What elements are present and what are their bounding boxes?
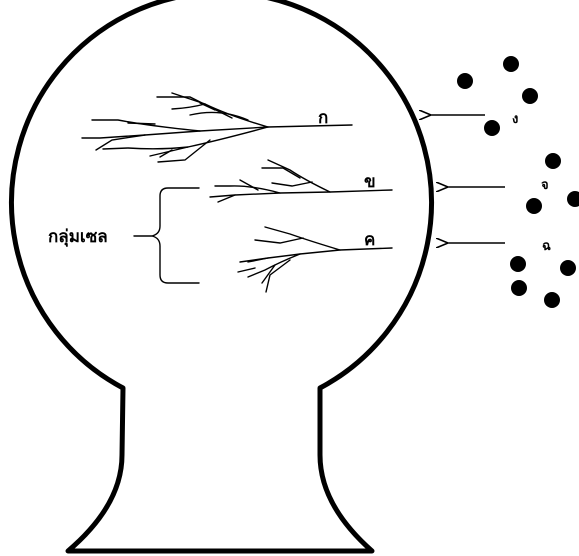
label-e: จ (541, 178, 549, 193)
label-a: ก (318, 108, 328, 128)
neuron-a (82, 93, 352, 162)
dots-group-f (510, 256, 576, 308)
label-f: ฉ (542, 239, 551, 254)
dots-group-d (457, 56, 538, 136)
label-c: ค (364, 230, 375, 250)
label-b: ข (364, 172, 376, 192)
cell-group-bracket (134, 188, 199, 283)
label-cell-group: กลุ่มเซล (48, 227, 108, 247)
bulb-outline (11, 0, 431, 551)
label-d: ง (512, 112, 518, 127)
dots-group-e (526, 153, 579, 214)
